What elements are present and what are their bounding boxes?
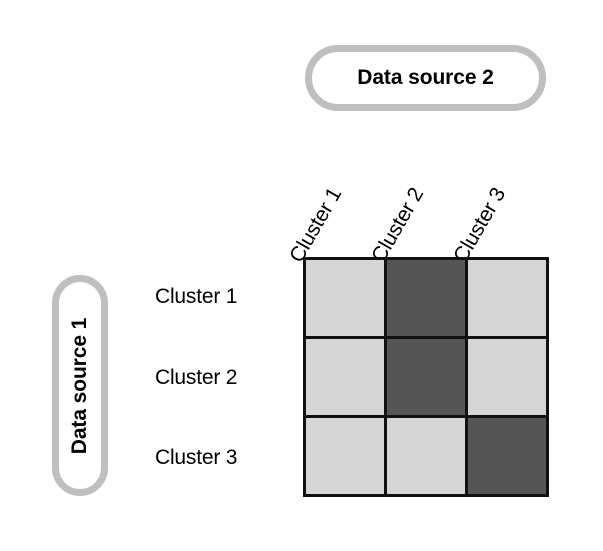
- matrix-cell-r2-c2: [387, 339, 465, 415]
- matrix-cell-r3-c2: [387, 418, 465, 494]
- column-header-cluster-3: Cluster 3: [449, 183, 511, 267]
- row-header-cluster-1: Cluster 1: [155, 285, 238, 308]
- column-header-cluster-2: Cluster 2: [367, 183, 429, 267]
- row-header-cluster-3: Cluster 3: [155, 446, 238, 469]
- data-source-1-label: Data source 1: [68, 317, 91, 454]
- matrix-cell-r1-c1: [306, 260, 384, 336]
- column-header-cluster-1: Cluster 1: [285, 183, 347, 267]
- data-source-2-capsule: Data source 2: [305, 45, 546, 111]
- matrix-cell-r1-c3: [468, 260, 546, 336]
- matrix-cell-r3-c1: [306, 418, 384, 494]
- data-source-1-capsule: Data source 1: [52, 275, 108, 496]
- matrix-cell-r3-c3: [468, 418, 546, 494]
- matrix-cell-r2-c3: [468, 339, 546, 415]
- matrix-cell-r1-c2: [387, 260, 465, 336]
- data-source-2-label: Data source 2: [357, 66, 494, 89]
- row-header-cluster-2: Cluster 2: [155, 366, 238, 389]
- matrix-cell-r2-c1: [306, 339, 384, 415]
- cluster-overlap-matrix: [303, 257, 549, 497]
